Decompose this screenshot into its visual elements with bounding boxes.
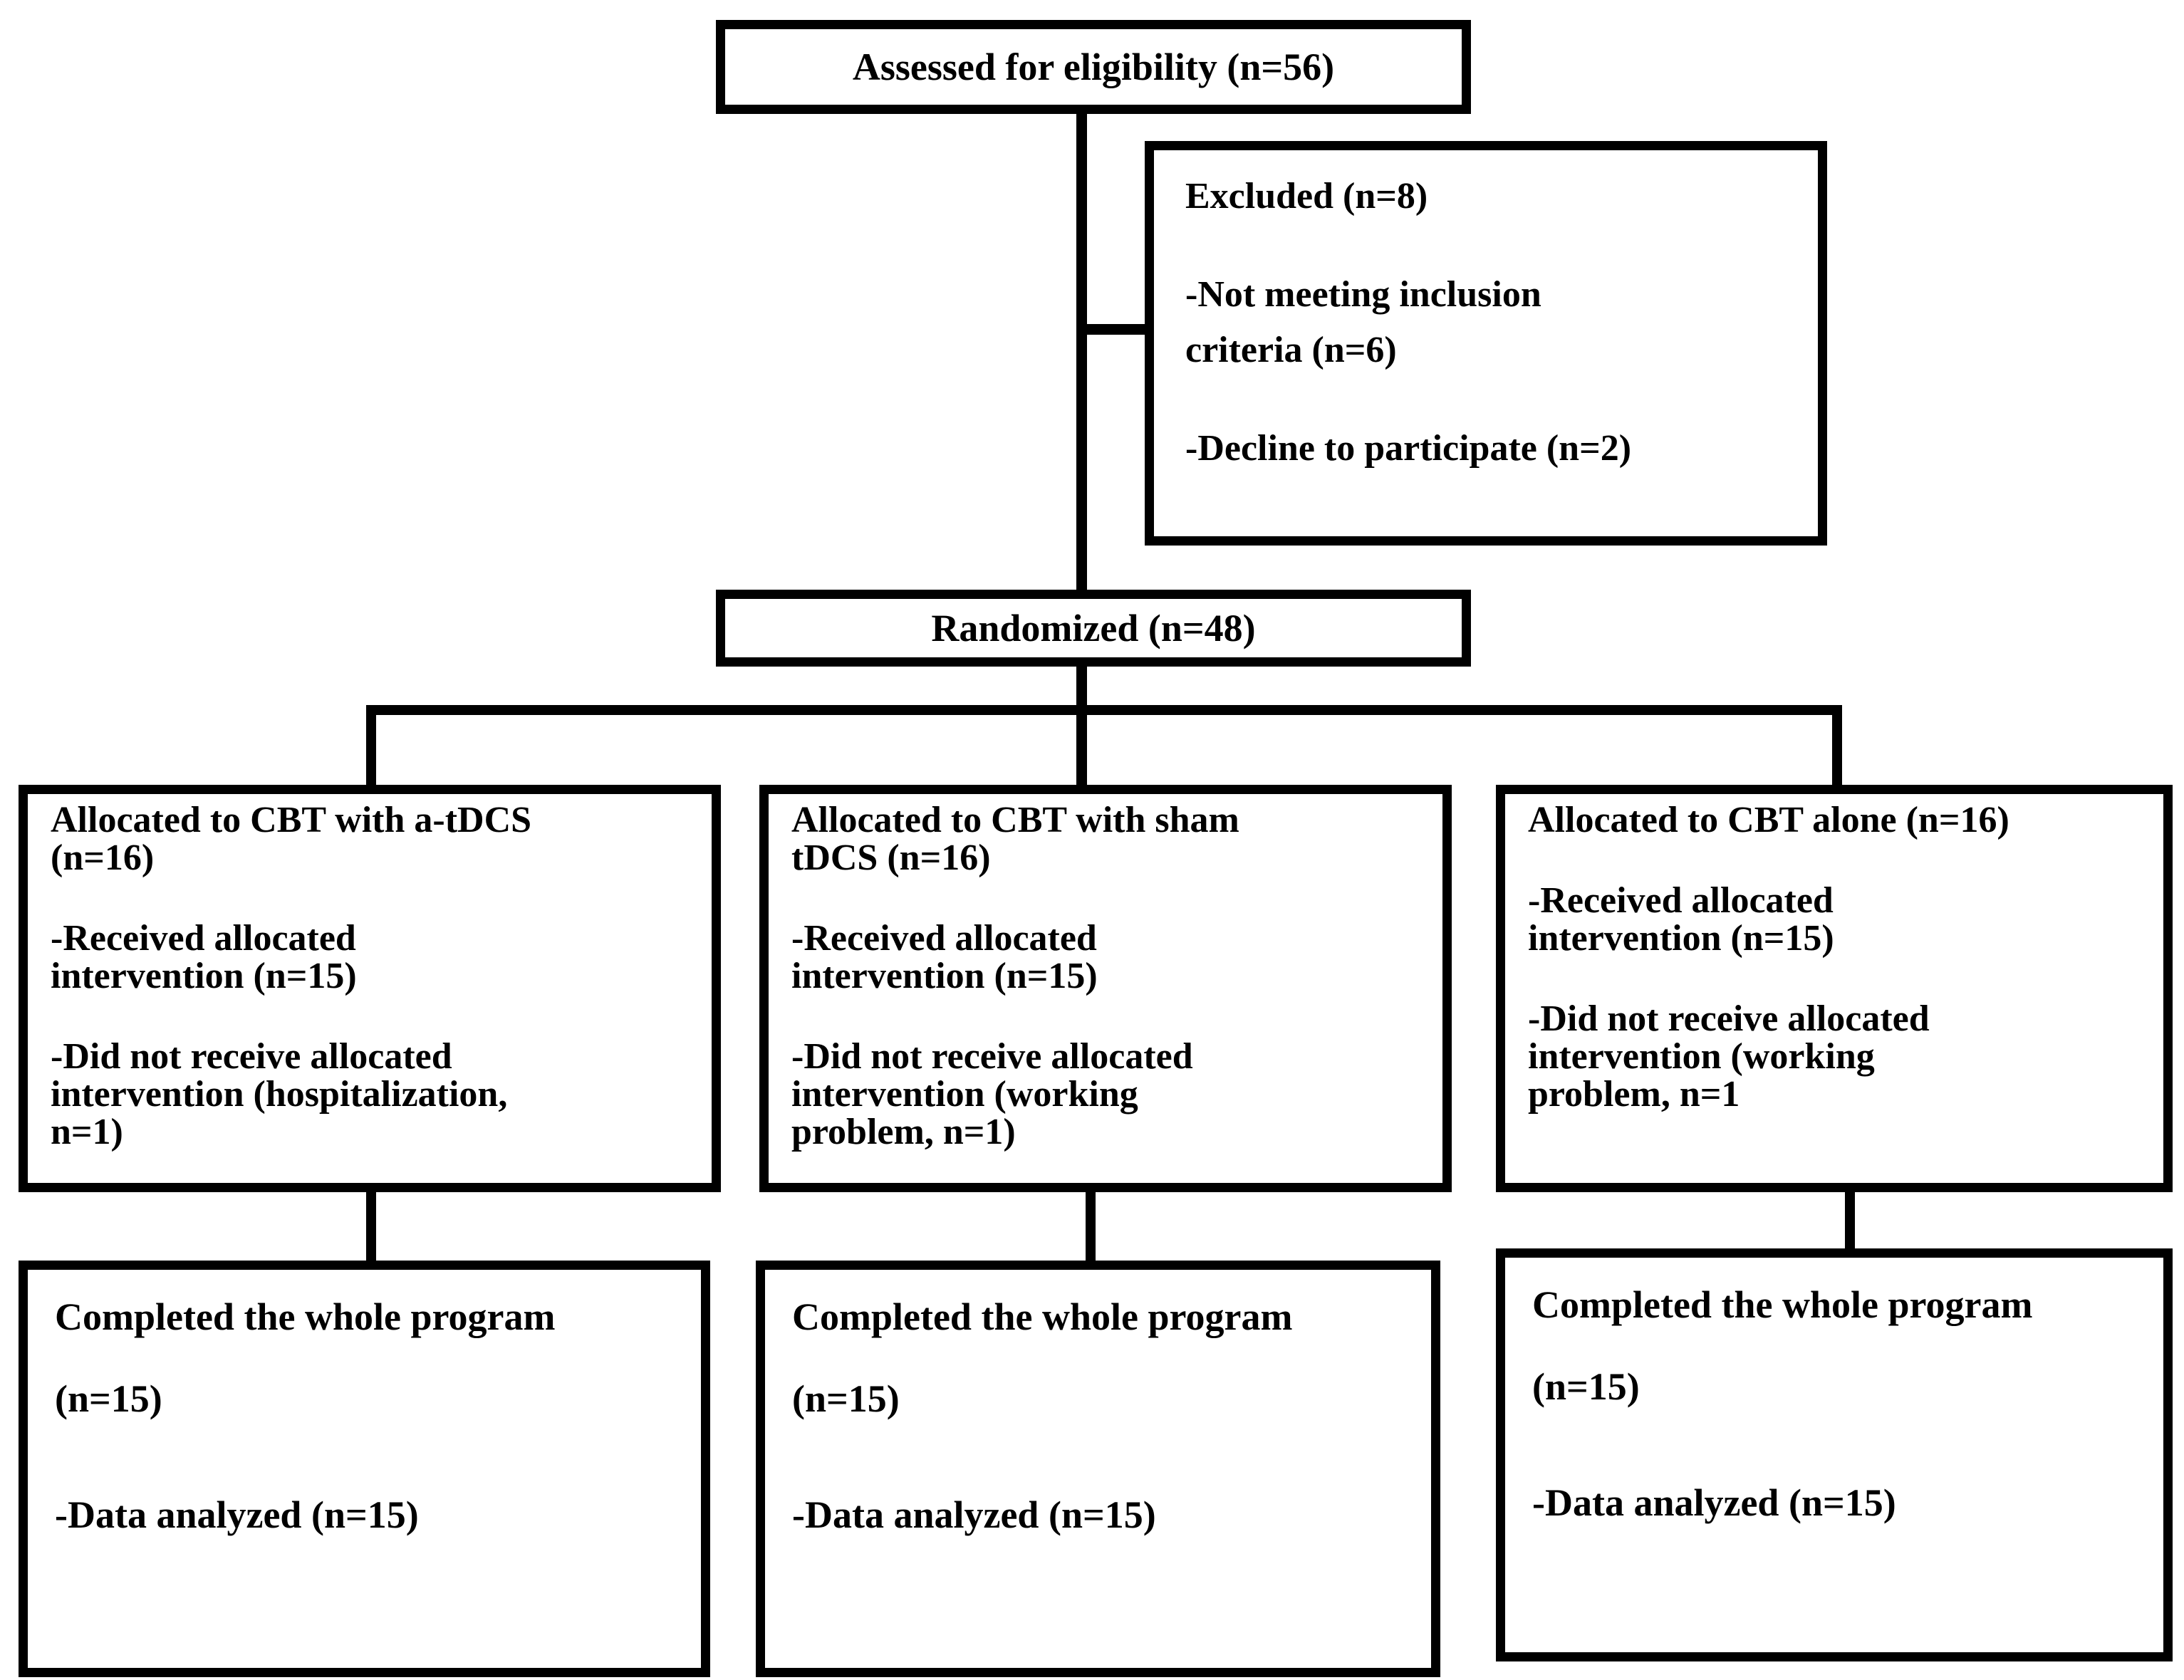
completed-left-line2: (n=15) bbox=[55, 1377, 162, 1421]
alloc-right-received-line1: -Received allocated bbox=[1528, 880, 1834, 922]
connector-alloc-to-completed-left bbox=[366, 1192, 376, 1261]
randomized-label: Randomized (n=48) bbox=[931, 607, 1256, 649]
completed-right-line2: (n=15) bbox=[1532, 1365, 1640, 1409]
alloc-mid-notreceived-line1: -Did not receive allocated bbox=[791, 1036, 1193, 1078]
excluded-reason-not-meeting-line1: -Not meeting inclusion bbox=[1185, 274, 1541, 315]
connector-to-excluded bbox=[1076, 324, 1145, 335]
excluded-box: Excluded (n=8) -Not meeting inclusion cr… bbox=[1145, 141, 1827, 546]
completed-box-left: Completed the whole program (n=15) -Data… bbox=[19, 1261, 710, 1677]
alloc-mid-title-line2: tDCS (n=16) bbox=[791, 838, 991, 879]
completed-left-line1: Completed the whole program bbox=[55, 1295, 556, 1338]
completed-mid-line3: -Data analyzed (n=15) bbox=[792, 1493, 1156, 1537]
alloc-left-title-line1: Allocated to CBT with a-tDCS bbox=[51, 800, 532, 840]
completed-right-line3: -Data analyzed (n=15) bbox=[1532, 1481, 1896, 1525]
connector-randomized-to-branch bbox=[1076, 667, 1087, 705]
alloc-left-notreceived-line1: -Did not receive allocated bbox=[51, 1036, 452, 1078]
alloc-mid-received-line1: -Received allocated bbox=[791, 918, 1097, 959]
alloc-right-notreceived-line2: intervention (working bbox=[1528, 1036, 1875, 1078]
connector-branch-to-alloc-left bbox=[366, 705, 376, 785]
alloc-left-received-line2: intervention (n=15) bbox=[51, 956, 357, 997]
connector-branch-to-alloc-mid bbox=[1076, 705, 1087, 785]
alloc-right-received-line2: intervention (n=15) bbox=[1528, 918, 1834, 959]
completed-mid-line2: (n=15) bbox=[792, 1377, 900, 1421]
alloc-mid-title-line1: Allocated to CBT with sham bbox=[791, 800, 1239, 840]
connector-alloc-to-completed-right bbox=[1845, 1192, 1855, 1248]
completed-box-right: Completed the whole program (n=15) -Data… bbox=[1496, 1248, 2173, 1661]
excluded-title: Excluded (n=8) bbox=[1185, 176, 1428, 216]
completed-right-line1: Completed the whole program bbox=[1532, 1283, 2033, 1326]
connector-branch-to-alloc-right bbox=[1832, 705, 1842, 785]
allocation-box-cbt-sham-tdcs: Allocated to CBT with sham tDCS (n=16) -… bbox=[759, 785, 1452, 1192]
completed-box-mid: Completed the whole program (n=15) -Data… bbox=[756, 1261, 1440, 1677]
alloc-right-title-line1: Allocated to CBT alone (n=16) bbox=[1528, 800, 2009, 840]
alloc-right-notreceived-line3: problem, n=1 bbox=[1528, 1074, 1740, 1115]
excluded-reason-not-meeting-line2: criteria (n=6) bbox=[1185, 330, 1397, 370]
assessed-label: Assessed for eligibility (n=56) bbox=[852, 46, 1335, 88]
alloc-left-title-line2: (n=16) bbox=[51, 838, 155, 879]
completed-left-line3: -Data analyzed (n=15) bbox=[55, 1493, 419, 1537]
alloc-left-received-line1: -Received allocated bbox=[51, 918, 356, 959]
branch-line bbox=[366, 705, 1842, 715]
allocation-box-cbt-a-tdcs: Allocated to CBT with a-tDCS (n=16) -Rec… bbox=[19, 785, 721, 1192]
randomized-box: Randomized (n=48) bbox=[716, 590, 1471, 667]
alloc-left-notreceived-line2: intervention (hospitalization, bbox=[51, 1074, 508, 1115]
alloc-mid-received-line2: intervention (n=15) bbox=[791, 956, 1098, 997]
alloc-mid-notreceived-line3: problem, n=1) bbox=[791, 1112, 1016, 1153]
alloc-right-notreceived-line1: -Did not receive allocated bbox=[1528, 998, 1930, 1040]
connector-alloc-to-completed-mid bbox=[1086, 1192, 1096, 1261]
assessed-box: Assessed for eligibility (n=56) bbox=[716, 20, 1471, 114]
completed-mid-line1: Completed the whole program bbox=[792, 1295, 1293, 1338]
excluded-reason-decline: -Decline to participate (n=2) bbox=[1185, 428, 1632, 469]
connector-assessed-to-randomized bbox=[1076, 114, 1087, 590]
alloc-left-notreceived-line3: n=1) bbox=[51, 1112, 123, 1153]
allocation-box-cbt-alone: Allocated to CBT alone (n=16) -Received … bbox=[1496, 785, 2173, 1192]
alloc-mid-notreceived-line2: intervention (working bbox=[791, 1074, 1138, 1115]
